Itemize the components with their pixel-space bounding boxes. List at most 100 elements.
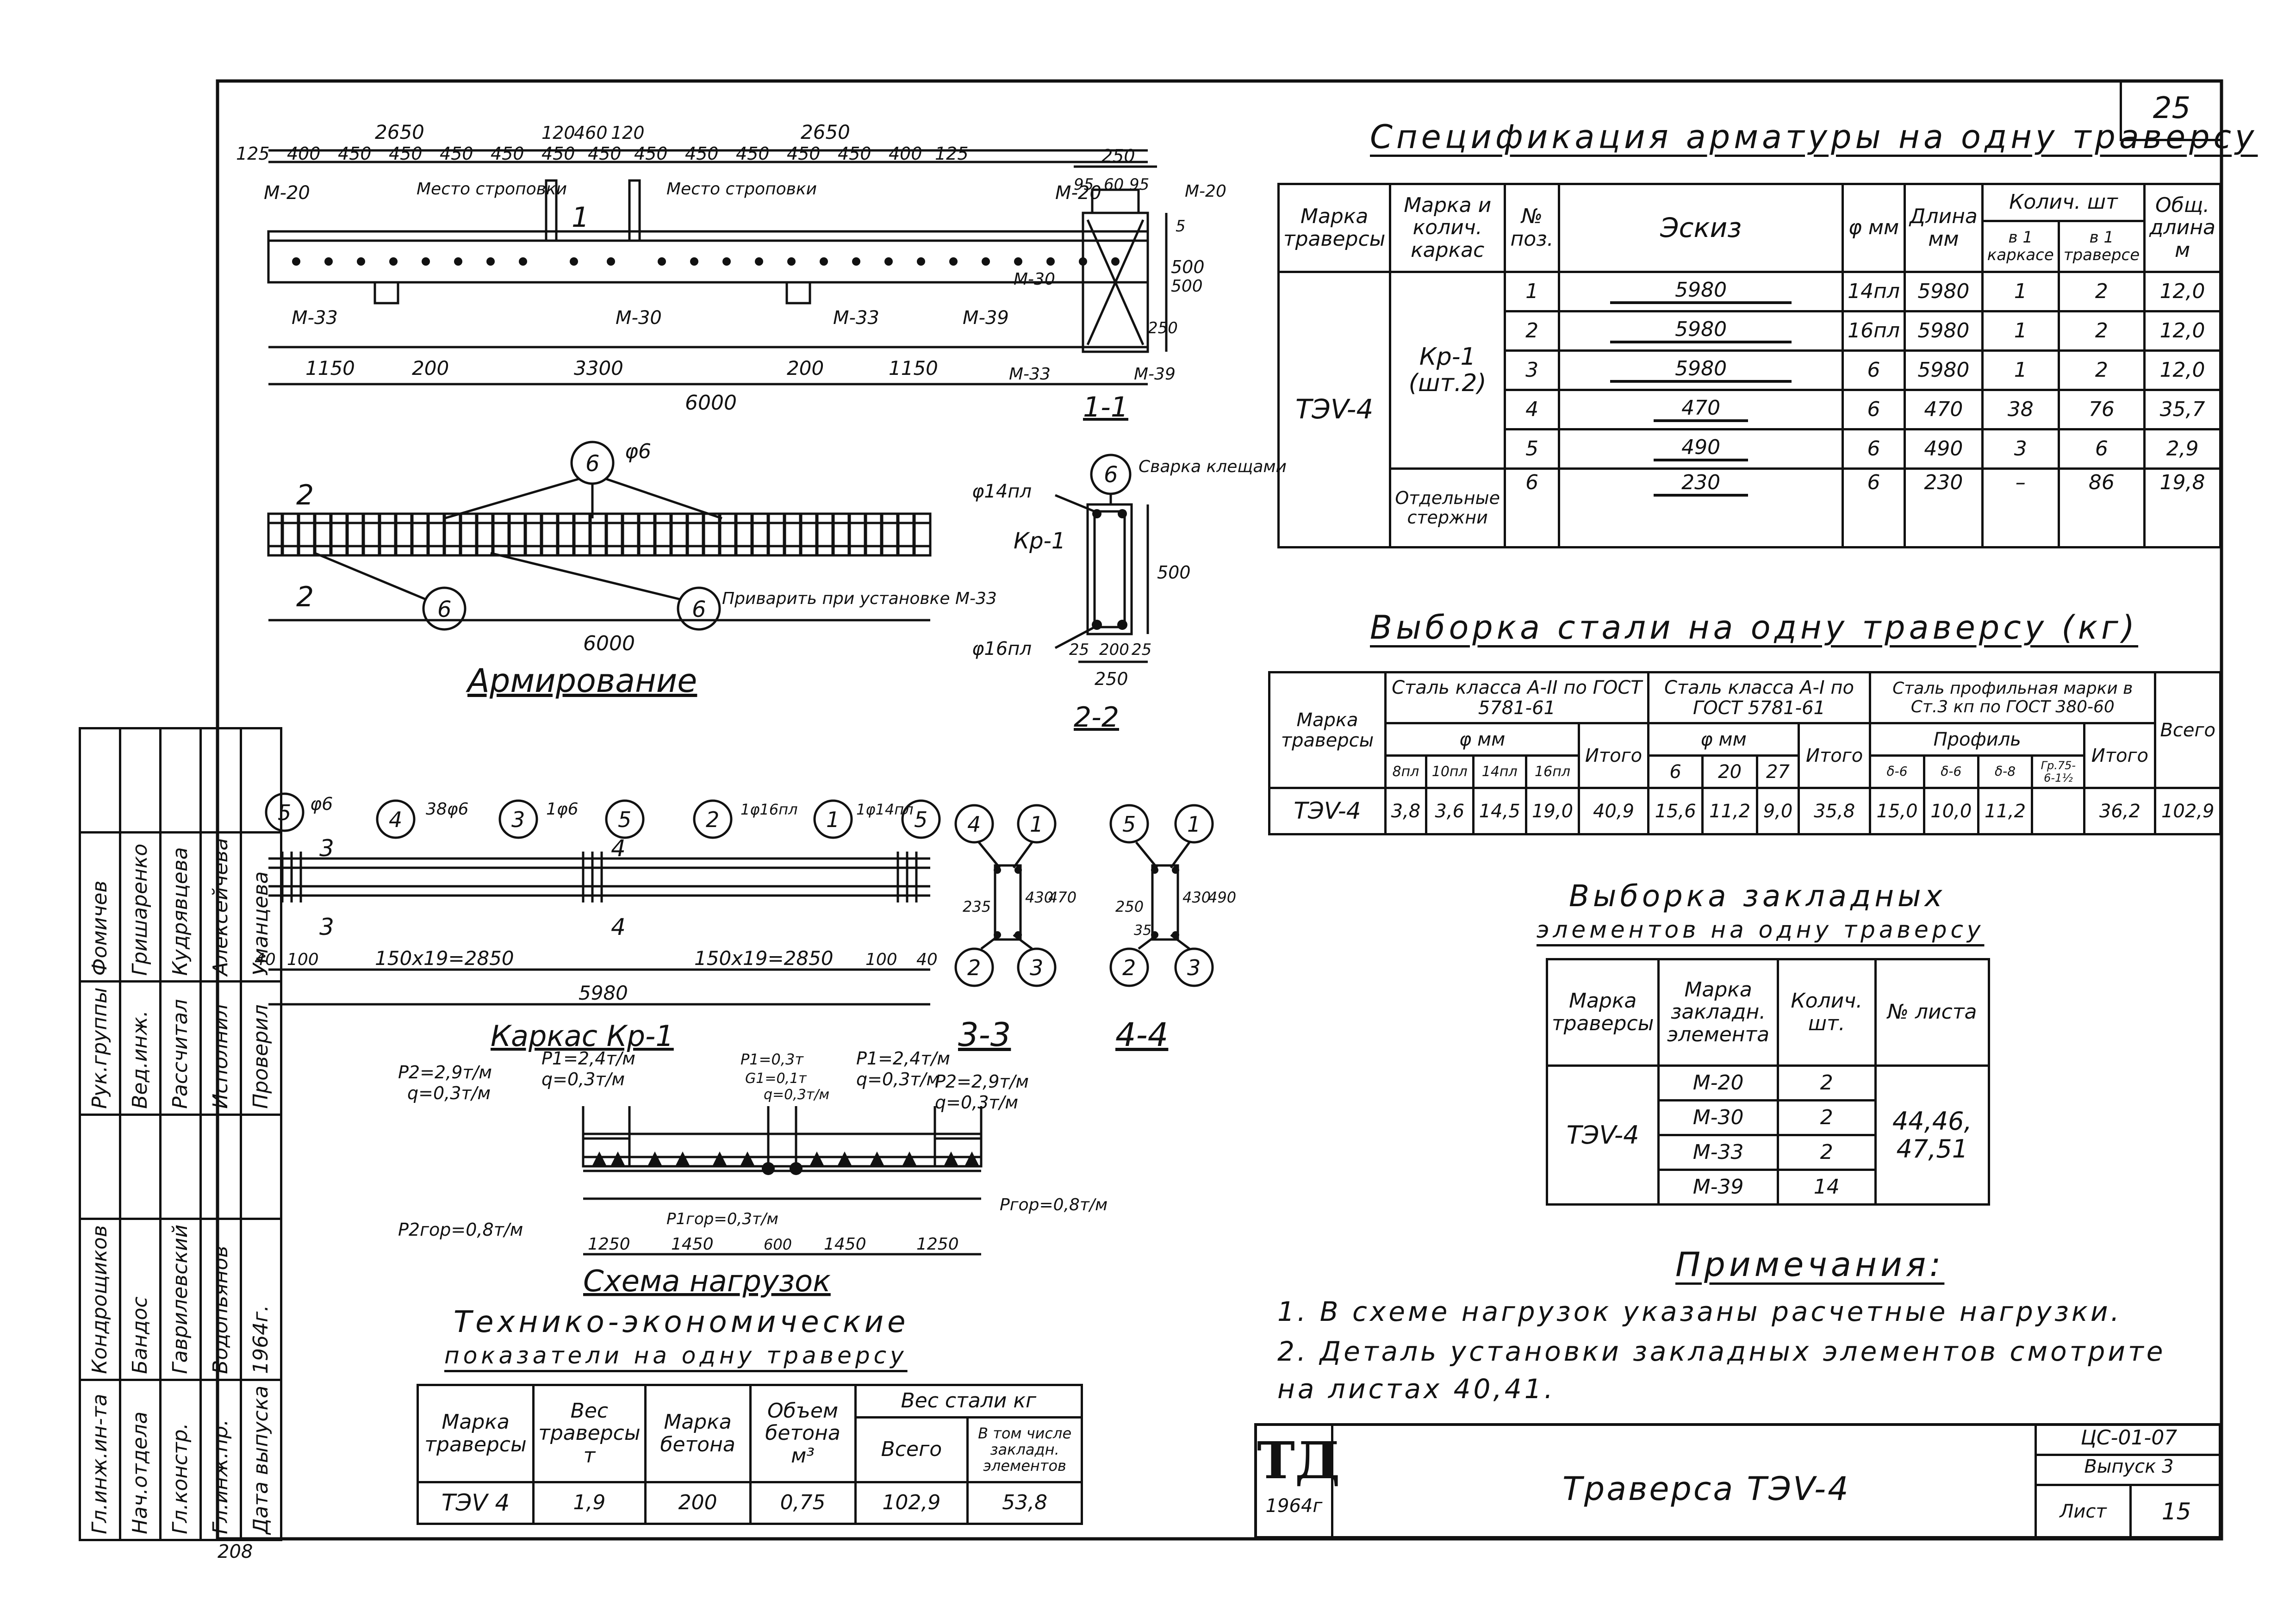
dim-top-2: 450 xyxy=(787,143,821,164)
dim-bottom: 1150 xyxy=(305,357,355,380)
doc-code: ЦС-01-07 xyxy=(2037,1426,2221,1456)
tech-h-weight: Вес траверсы т xyxy=(532,1384,647,1483)
dim-top-2: 450 xyxy=(541,143,575,164)
armirovanie-title: Армирование xyxy=(466,662,697,700)
stamp-name: Бандос xyxy=(120,1219,161,1380)
section-label: 1-1 xyxy=(1083,391,1128,423)
load-q-left: q=0,3т/м xyxy=(407,1083,491,1103)
bubble: 1 xyxy=(1187,812,1201,837)
steel-table: Марка траверсы Сталь класса А-II по ГОСТ… xyxy=(1268,671,2221,835)
spec-pos: 6 xyxy=(1503,467,1561,548)
steel-h-phi-a2: φ мм xyxy=(1384,722,1580,757)
spec-sketch: 230 xyxy=(1558,467,1844,548)
weld-note: Приварить при установке М-33 xyxy=(722,589,997,608)
bubble-6: 6 xyxy=(692,597,706,622)
spec-t: 86 xyxy=(2057,467,2146,548)
load-pgor-right: Pгор=0,8т/м xyxy=(1000,1195,1108,1214)
cut-label: 4 xyxy=(611,835,626,862)
embedded-title-2: элементов на одну траверсу xyxy=(1537,916,1985,943)
tag-m39: М-39 xyxy=(1134,365,1176,384)
top-bars: φ14пл xyxy=(972,481,1032,502)
steel-diam: 6 xyxy=(1647,754,1704,789)
steel-h-a1: Сталь класса А-I по ГОСТ 5781-61 xyxy=(1647,671,1872,724)
section-3-3: 4 1 2 3 235 430 470 3-3 xyxy=(954,804,1076,1054)
stamp-signature xyxy=(200,1114,241,1219)
spec-sketch: 5980 xyxy=(1558,271,1844,312)
dim: 250 xyxy=(1101,146,1135,166)
emb-qty: 2 xyxy=(1776,1099,1877,1136)
emb-h-mark: Марка траверсы xyxy=(1545,958,1660,1067)
bubble-6: 6 xyxy=(1104,462,1118,488)
tech-mark: ТЭV 4 xyxy=(416,1481,535,1525)
spec-h-qty: Колич. шт xyxy=(1981,183,2146,222)
bubble-6: 6 xyxy=(437,597,452,622)
tech-h-steel-emb: В том числе закладн. элементов xyxy=(966,1416,1083,1483)
dim: 250 xyxy=(1148,319,1178,337)
stamp-role: Гл.инж.пр. xyxy=(200,1380,241,1540)
dim: 150x19=2850 xyxy=(694,947,834,970)
dim-top-2: 450 xyxy=(389,143,423,164)
dim: 1450 xyxy=(671,1235,714,1254)
embedded-title-1: Выборка закладных xyxy=(1569,879,1946,914)
stamp-signature xyxy=(120,728,161,833)
label-m33-right: М-33 xyxy=(833,307,879,329)
emb-h-qty: Колич. шт. xyxy=(1776,958,1877,1067)
load-q-mid: q=0,3т/м xyxy=(764,1087,829,1103)
steel-val: 35,8 xyxy=(1798,787,1872,835)
steel-val: 102,9 xyxy=(2154,787,2221,835)
steel-h-prof: Сталь профильная марки в Ст.3 кп по ГОСТ… xyxy=(1869,671,2157,724)
note-item: 2. Деталь установки закладных элементов … xyxy=(1277,1336,2166,1405)
dim: 470 xyxy=(1048,889,1076,906)
logo-box: ТД 1964г xyxy=(1257,1426,1340,1536)
section-1-1: 250 95 60 95 М-20 М-30 М-33 М-39 500 5 2… xyxy=(1009,146,1226,423)
spec-h-total: Общ. длина м xyxy=(2143,183,2221,273)
dim: 100 xyxy=(865,950,897,969)
emb-el: М-33 xyxy=(1657,1134,1779,1171)
spec-total: 35,7 xyxy=(2143,389,2221,430)
notes-title: Примечания: xyxy=(1675,1245,1945,1284)
lifting-slot-left xyxy=(545,179,558,242)
label-m39: М-39 xyxy=(963,307,1009,329)
steel-val: 11,2 xyxy=(1701,787,1758,835)
dim-top-1: 120 xyxy=(541,123,575,143)
dim: 40 xyxy=(916,950,938,969)
armirovanie-ties xyxy=(280,515,916,554)
dim: 35 xyxy=(1134,922,1151,939)
tag-m20: М-20 xyxy=(1185,182,1226,201)
stamp-name: Фомичев xyxy=(80,832,120,982)
load-q-right: q=0,3т/м xyxy=(935,1092,1018,1113)
cut-label: 2 xyxy=(296,581,314,613)
bubble: 5 xyxy=(1122,812,1136,837)
steel-prof: Гр.75-6-1½ xyxy=(2031,754,2086,789)
stamp-name: Кондрощиков xyxy=(80,1219,120,1380)
cut-label: 4 xyxy=(611,914,626,940)
load-p2-right: P2=2,9т/м xyxy=(935,1071,1029,1092)
spec-t: 6 xyxy=(2057,428,2146,470)
spec-k: 3 xyxy=(1981,428,2060,470)
spec-t: 2 xyxy=(2057,310,2146,352)
dim-top-2: 400 xyxy=(889,143,922,164)
dim: 1250 xyxy=(588,1235,630,1254)
stamp-role: Рассчитал xyxy=(160,981,201,1115)
dim-top-2: 450 xyxy=(685,143,719,164)
steel-title: Выборка стали на одну траверсу (кг) xyxy=(1370,609,2139,647)
dim: 235 xyxy=(963,898,991,915)
dim: 250 xyxy=(1115,898,1144,915)
tech-title-2: показатели на одну траверсу xyxy=(444,1342,908,1369)
dim: 200 xyxy=(1099,641,1129,659)
dim-top-2: 450 xyxy=(338,143,372,164)
label-place-left: Место строповки xyxy=(417,180,567,199)
code-box: ЦС-01-07 Выпуск 3 Лист 15 xyxy=(2035,1426,2221,1537)
sketch-length: 230 xyxy=(1654,471,1748,497)
emb-h-el: Марка закладн. элемента xyxy=(1657,958,1779,1067)
dim-top-1: 2650 xyxy=(801,121,850,143)
bubble: 3 xyxy=(1030,955,1043,980)
embedded-table: Марка траверсы Марка закладн. элемента К… xyxy=(1545,958,1991,1206)
spec-h-phi: φ мм xyxy=(1842,183,1906,273)
dim: 490 xyxy=(1208,889,1236,906)
spec-phi: 6 xyxy=(1842,349,1906,391)
stamp-role: Дата выпуска xyxy=(241,1380,281,1540)
stamp-name: Алексейчева xyxy=(200,832,241,982)
dim-top-2: 450 xyxy=(440,143,473,164)
